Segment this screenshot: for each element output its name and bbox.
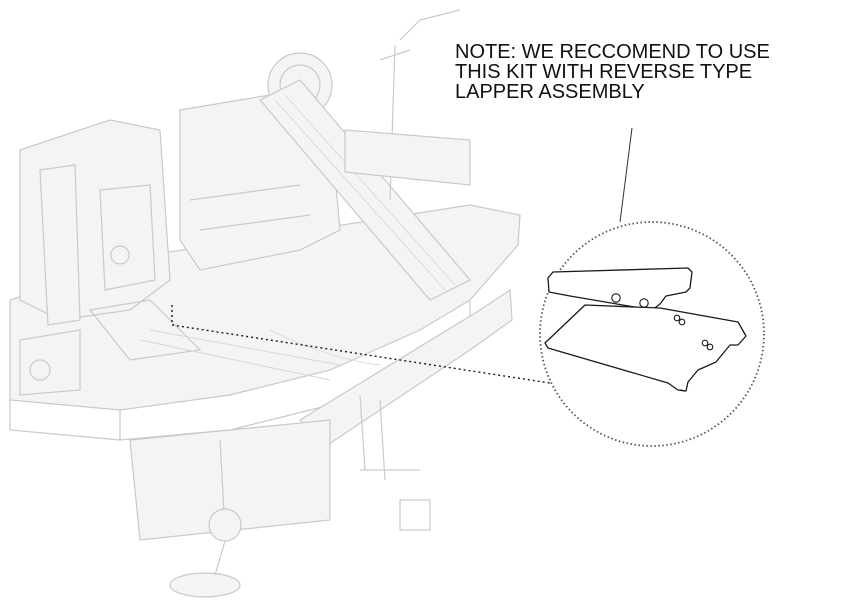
- base-plate-hole: [706, 343, 714, 351]
- base-plate-hole: [701, 339, 709, 347]
- base-plate: [544, 304, 747, 392]
- bracket-hole: [639, 298, 649, 308]
- callout-leader: [171, 305, 616, 394]
- note-line-2: THIS KIT WITH REVERSE TYPE: [455, 61, 753, 83]
- note-line-1: NOTE: WE RECCOMEND TO USE: [455, 41, 770, 63]
- recommendation-note: NOTE: WE RECCOMEND TO USE THIS KIT WITH …: [455, 42, 770, 102]
- lapper-kit-parts: [544, 267, 747, 392]
- note-line-3: LAPPER ASSEMBLY: [455, 81, 645, 103]
- base-plate-hole: [673, 314, 681, 322]
- base-plate-hole: [678, 318, 686, 326]
- base-plate-slot: [679, 381, 689, 392]
- note-pointer-line: [619, 127, 633, 223]
- machine-background-illustration: [9, 9, 521, 598]
- upper-bracket-plate: [547, 267, 693, 311]
- bracket-hole: [611, 293, 621, 303]
